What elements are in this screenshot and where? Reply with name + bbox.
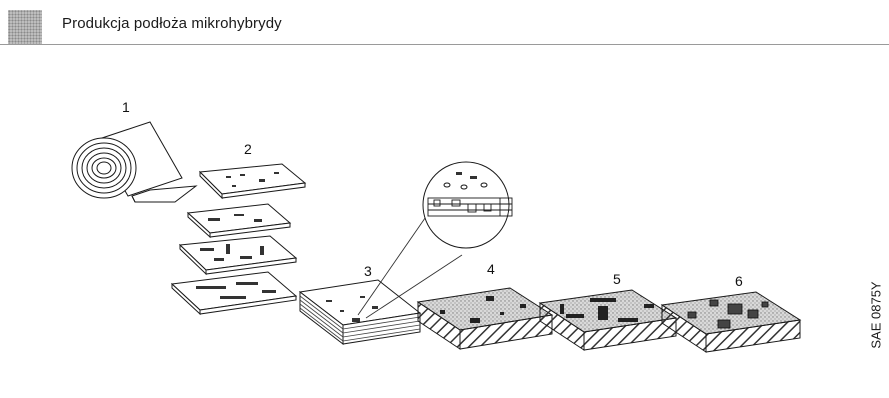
step-4-fired-substrate (418, 288, 552, 349)
step-1-tape-roll (72, 122, 196, 202)
step-5-printed-substrate (540, 290, 676, 350)
figure-header: Produkcja podłoża mikrohybrydy (0, 0, 889, 45)
manufacturing-diagram: 1 2 3 4 5 6 (0, 45, 889, 398)
step-number-5: 5 (613, 271, 621, 287)
step-6-finished-substrate (662, 292, 800, 352)
figure-code-label: SAE 0875Y (866, 265, 886, 365)
step-number-6: 6 (735, 273, 743, 289)
step-number-3: 3 (364, 263, 372, 279)
step-number-4: 4 (487, 261, 495, 277)
figure-code: SAE 0875Y (869, 281, 884, 348)
header-marker-icon (8, 10, 42, 44)
step-number-1: 1 (122, 99, 130, 115)
step-number-2: 2 (244, 141, 252, 157)
figure-title: Produkcja podłoża mikrohybrydy (62, 15, 282, 32)
